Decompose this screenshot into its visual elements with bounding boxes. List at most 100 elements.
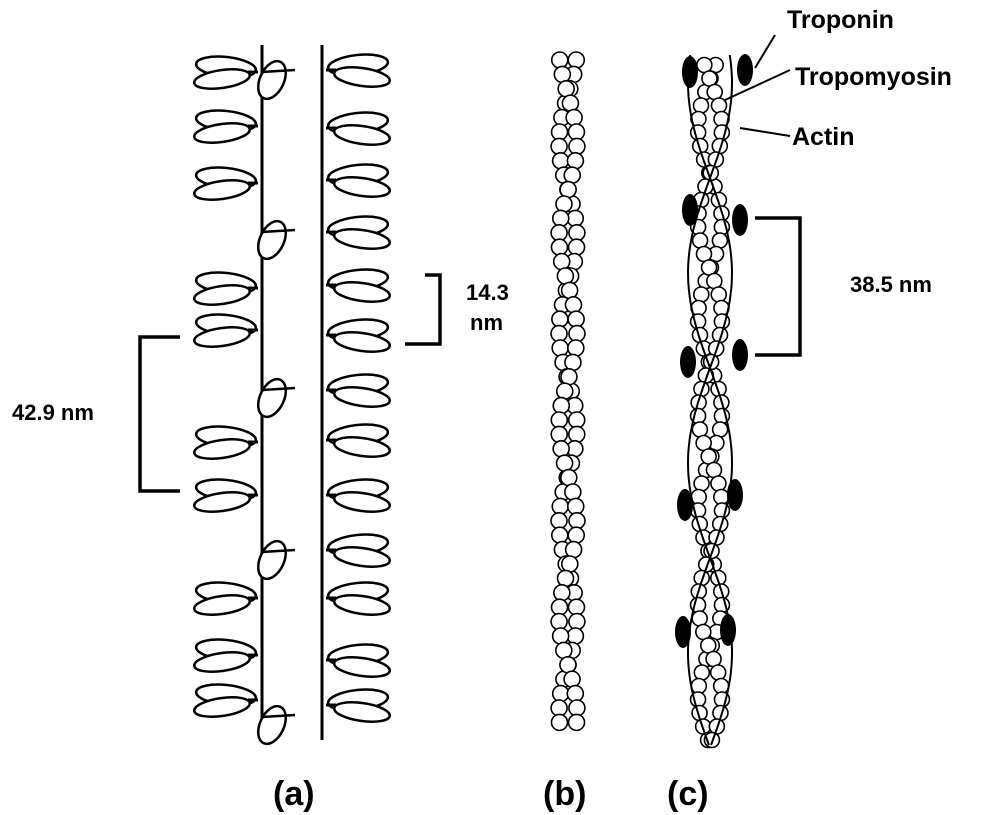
actin-monomer <box>694 98 709 113</box>
actin-monomer <box>568 311 584 327</box>
myosin-head <box>193 54 258 92</box>
myosin-head <box>326 110 391 148</box>
actin-monomer <box>565 484 581 500</box>
actin-monomer <box>567 686 583 702</box>
actin-monomer <box>569 513 585 529</box>
myosin-head <box>193 637 258 675</box>
myosin-head <box>326 214 391 252</box>
actin-monomer <box>551 239 567 255</box>
actin-monomer <box>569 614 585 630</box>
actin-monomer <box>565 297 581 313</box>
myosin-head <box>193 477 258 515</box>
myosin-heads-right <box>326 52 391 725</box>
actin-monomer <box>551 714 567 730</box>
actin-monomer <box>568 527 584 543</box>
label-42-9-nm: 42.9 nm <box>12 400 94 425</box>
actin-monomer <box>551 225 567 241</box>
actin-monomer <box>569 225 585 241</box>
myosin-lobe <box>253 702 292 748</box>
myosin-heads-center <box>253 57 295 748</box>
myosin-head <box>326 642 391 680</box>
actin-monomer <box>568 498 584 514</box>
actin-monomer <box>569 138 585 154</box>
myosin-head <box>193 108 258 146</box>
actin-monomer <box>558 570 574 586</box>
label-14-3: 14.3 <box>466 280 509 305</box>
actin-monomer <box>553 686 569 702</box>
actin-monomer <box>711 476 726 491</box>
myosin-head <box>326 580 391 618</box>
actin-monomer <box>568 340 584 356</box>
myosin-head-front <box>253 217 295 263</box>
actin-monomer <box>569 714 585 730</box>
actin-monomer <box>567 153 583 169</box>
actin-monomer <box>694 287 709 302</box>
myosin-head <box>326 532 391 570</box>
actin-monomer <box>569 700 585 716</box>
actin-monomer <box>565 354 581 370</box>
caption-c: (c) <box>667 775 709 813</box>
myosin-head-front <box>253 702 295 748</box>
label-38-5-nm: 38.5 nm <box>850 272 932 297</box>
myosin-head <box>193 312 258 350</box>
troponin-complex <box>720 614 736 646</box>
actin-monomer <box>552 498 568 514</box>
myosin-lobe <box>253 57 292 103</box>
label-actin: Actin <box>792 123 855 151</box>
actin-monomer <box>568 52 584 68</box>
actin-monomer <box>561 470 577 486</box>
troponin-complex <box>732 339 748 371</box>
troponin-complex <box>675 616 691 648</box>
actin-monomer <box>553 398 569 414</box>
caption-a: (a) <box>273 775 315 813</box>
actin-monomer <box>551 614 567 630</box>
actin-monomer <box>554 66 570 82</box>
actin-monomer <box>712 233 727 248</box>
panel-b-actin-filament <box>551 52 585 730</box>
myosin-head-front <box>253 375 295 421</box>
actin-monomer <box>560 657 576 673</box>
troponin-complex <box>677 489 693 521</box>
leader-actin <box>740 128 790 136</box>
bracket-42-9-nm <box>140 337 180 491</box>
label-troponin: Troponin <box>787 6 894 34</box>
actin-monomer <box>553 628 569 644</box>
actin-monomer <box>566 542 582 558</box>
actin-beads <box>691 58 730 748</box>
actin-monomer <box>711 665 726 680</box>
label-tropomyosin: Tropomyosin <box>795 63 952 91</box>
bracket-38-5-nm <box>755 218 800 355</box>
actin-monomer <box>557 383 573 399</box>
actin-monomer <box>551 426 567 442</box>
actin-monomer <box>552 340 568 356</box>
actin-monomer <box>711 287 726 302</box>
troponin-complex <box>727 479 743 511</box>
myosin-lobe <box>253 375 292 421</box>
troponin-complex <box>732 204 748 236</box>
actin-monomer <box>551 513 567 529</box>
actin-monomer <box>553 153 569 169</box>
myosin-head <box>326 422 391 460</box>
troponin-complex <box>682 56 698 88</box>
actin-monomer <box>556 196 572 212</box>
myosin-lobe <box>253 217 292 263</box>
actin-monomer <box>711 98 726 113</box>
myosin-head <box>326 477 391 515</box>
actin-monomer <box>552 124 568 140</box>
actin-monomer <box>707 85 722 100</box>
actin-monomer <box>567 210 583 226</box>
myosin-head <box>326 267 391 305</box>
leader-tropomyosin <box>725 70 790 100</box>
myosin-head-front <box>253 537 295 583</box>
actin-monomer <box>562 556 578 572</box>
myosin-head-front <box>253 57 295 103</box>
actin-monomer <box>567 628 583 644</box>
myosin-lobe <box>253 537 292 583</box>
actin-monomer <box>568 124 584 140</box>
myosin-head <box>326 372 391 410</box>
actin-monomer <box>557 455 573 471</box>
actin-monomer <box>551 326 567 342</box>
actin-monomer <box>560 182 576 198</box>
leader-troponin <box>755 35 775 68</box>
